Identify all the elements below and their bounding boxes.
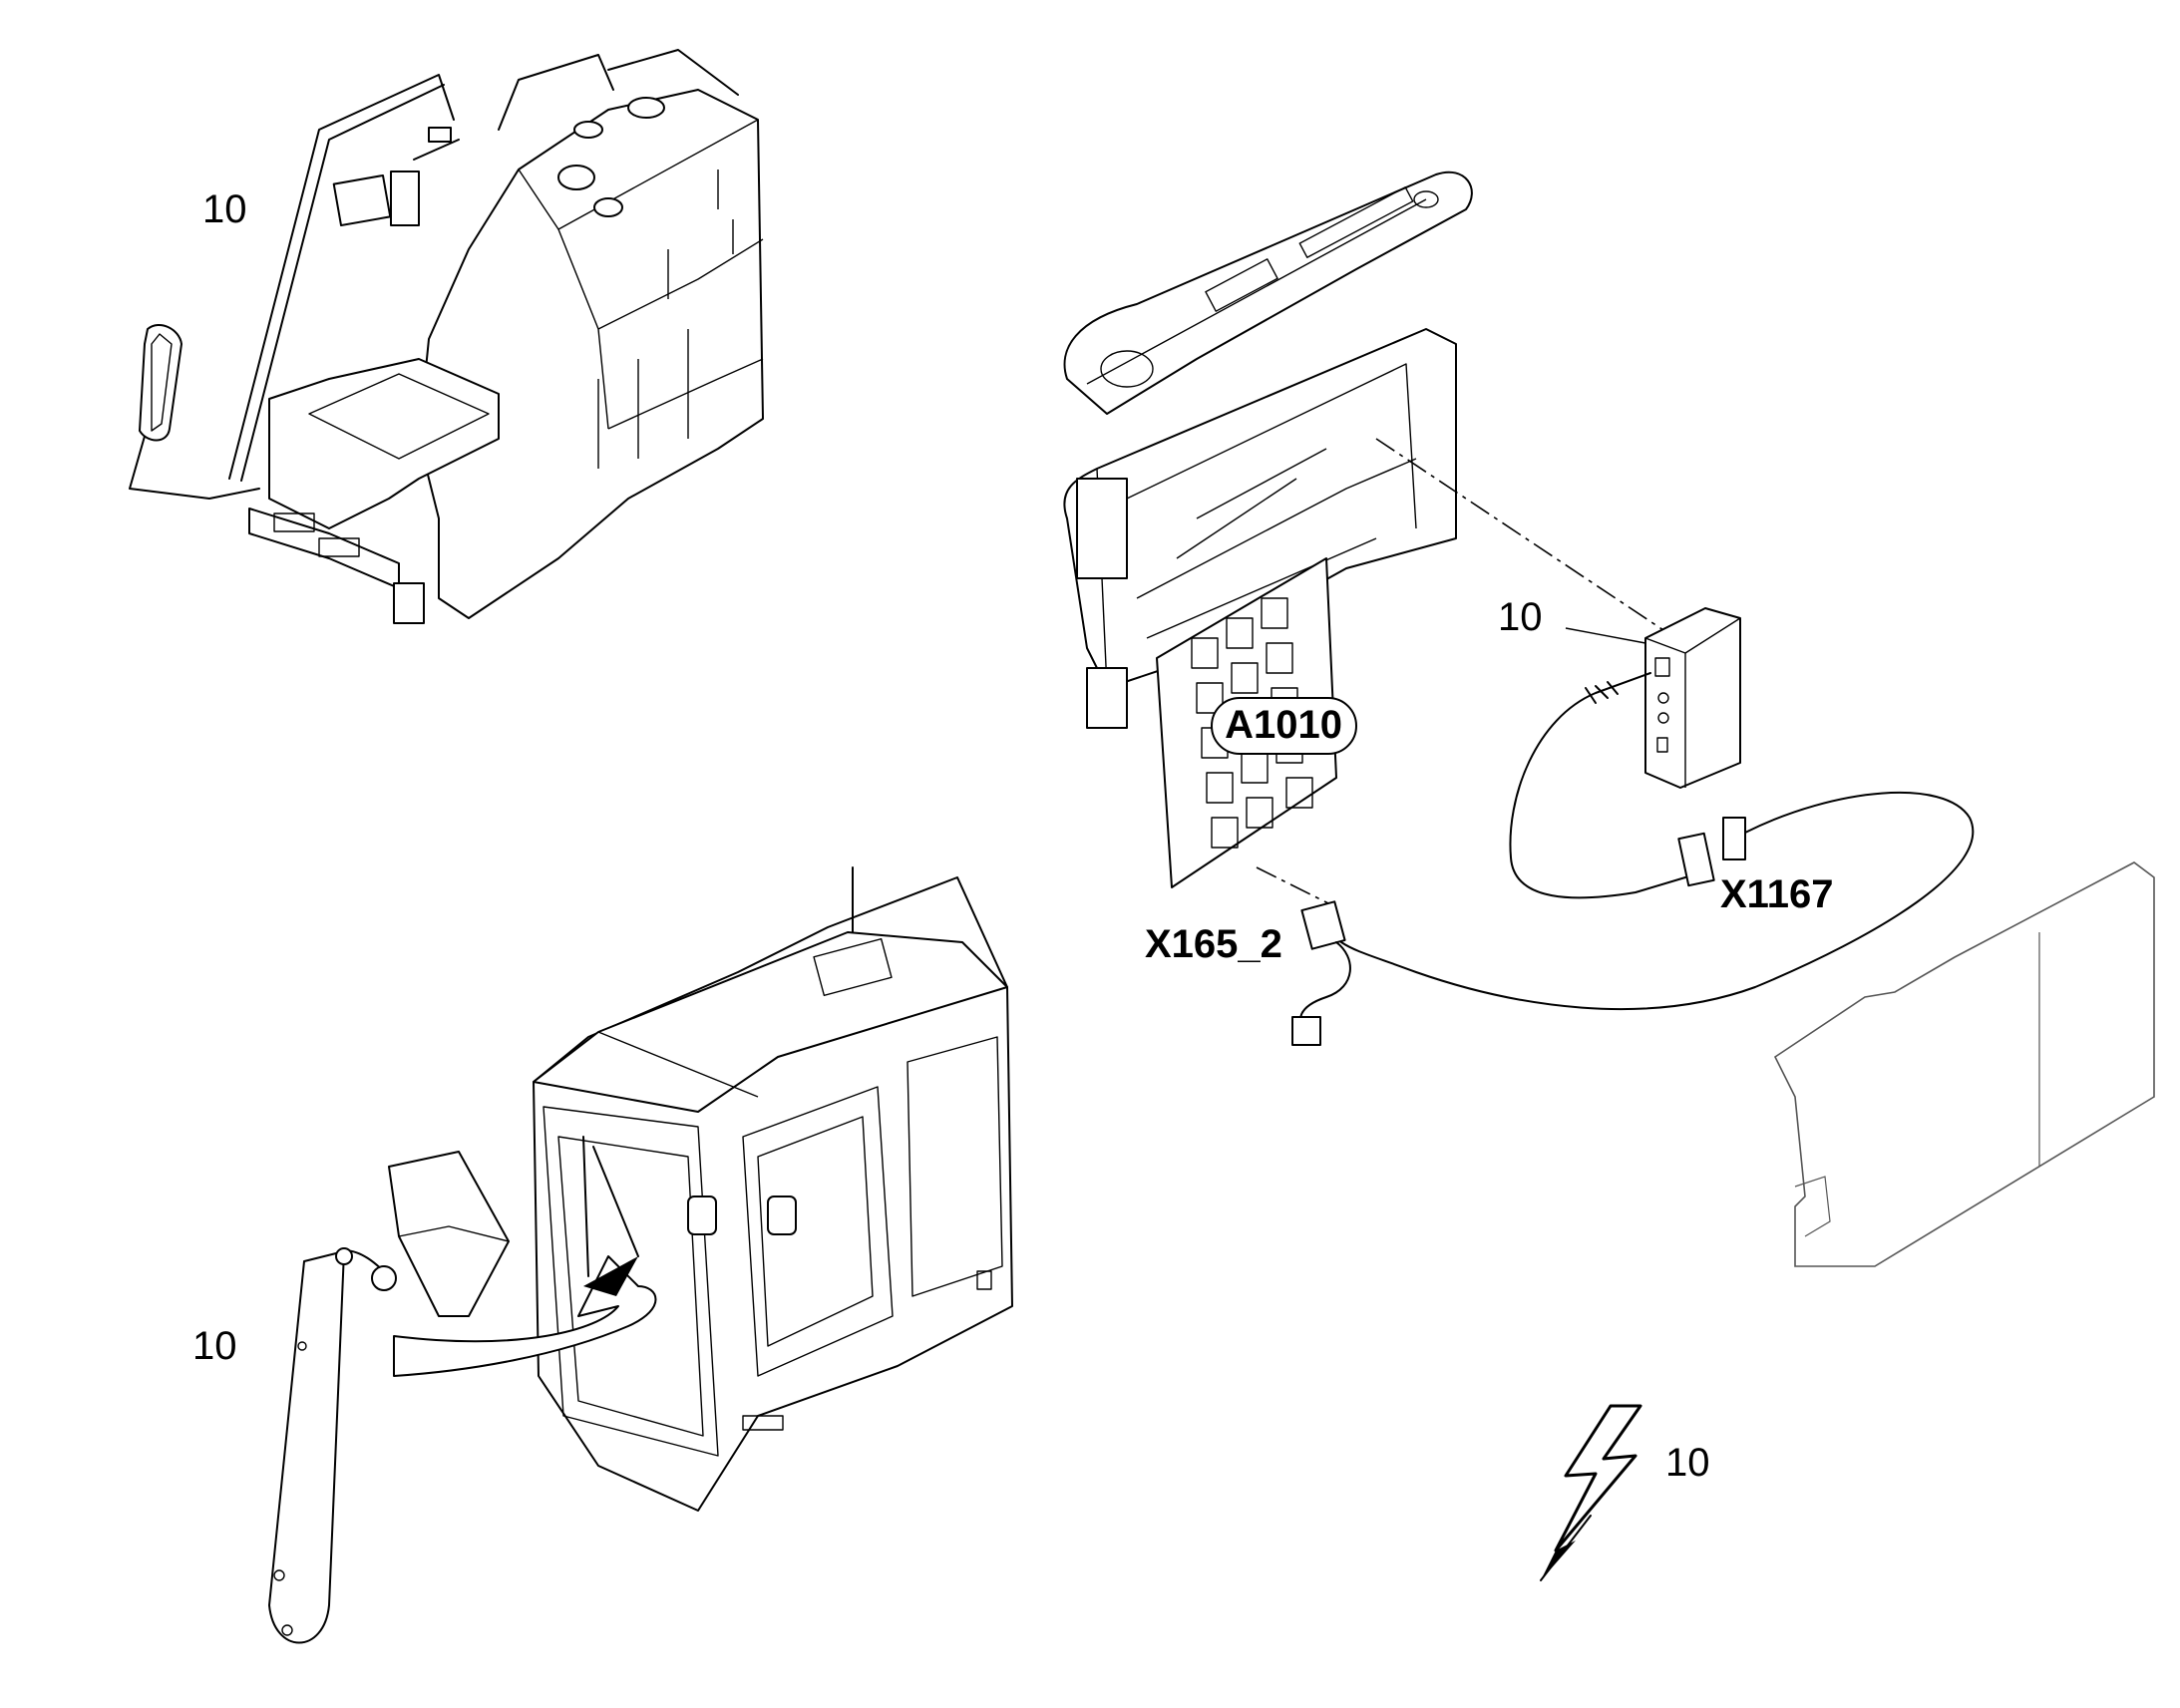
harness-callout-label: 10 (1498, 595, 1543, 639)
connector-x165-label: X165_2 (1145, 922, 1282, 966)
control-module-assembly (1291, 607, 1975, 1046)
cab-assembly (268, 866, 1013, 1644)
side-panel (1773, 861, 2155, 1267)
mirror-callout-label: 10 (192, 1324, 237, 1368)
seat-console-assembly (129, 49, 764, 624)
relay-board-label: A1010 (1211, 697, 1357, 755)
relay-board-label-text: A1010 (1225, 703, 1342, 747)
electric-callout-label: 10 (1665, 1441, 1710, 1485)
connector-x1167-label: X1167 (1720, 872, 1833, 916)
lightning-bolt-icon (1540, 1404, 1642, 1581)
seat-callout-label: 10 (202, 187, 247, 231)
overhead-console-assembly (1063, 171, 1676, 908)
